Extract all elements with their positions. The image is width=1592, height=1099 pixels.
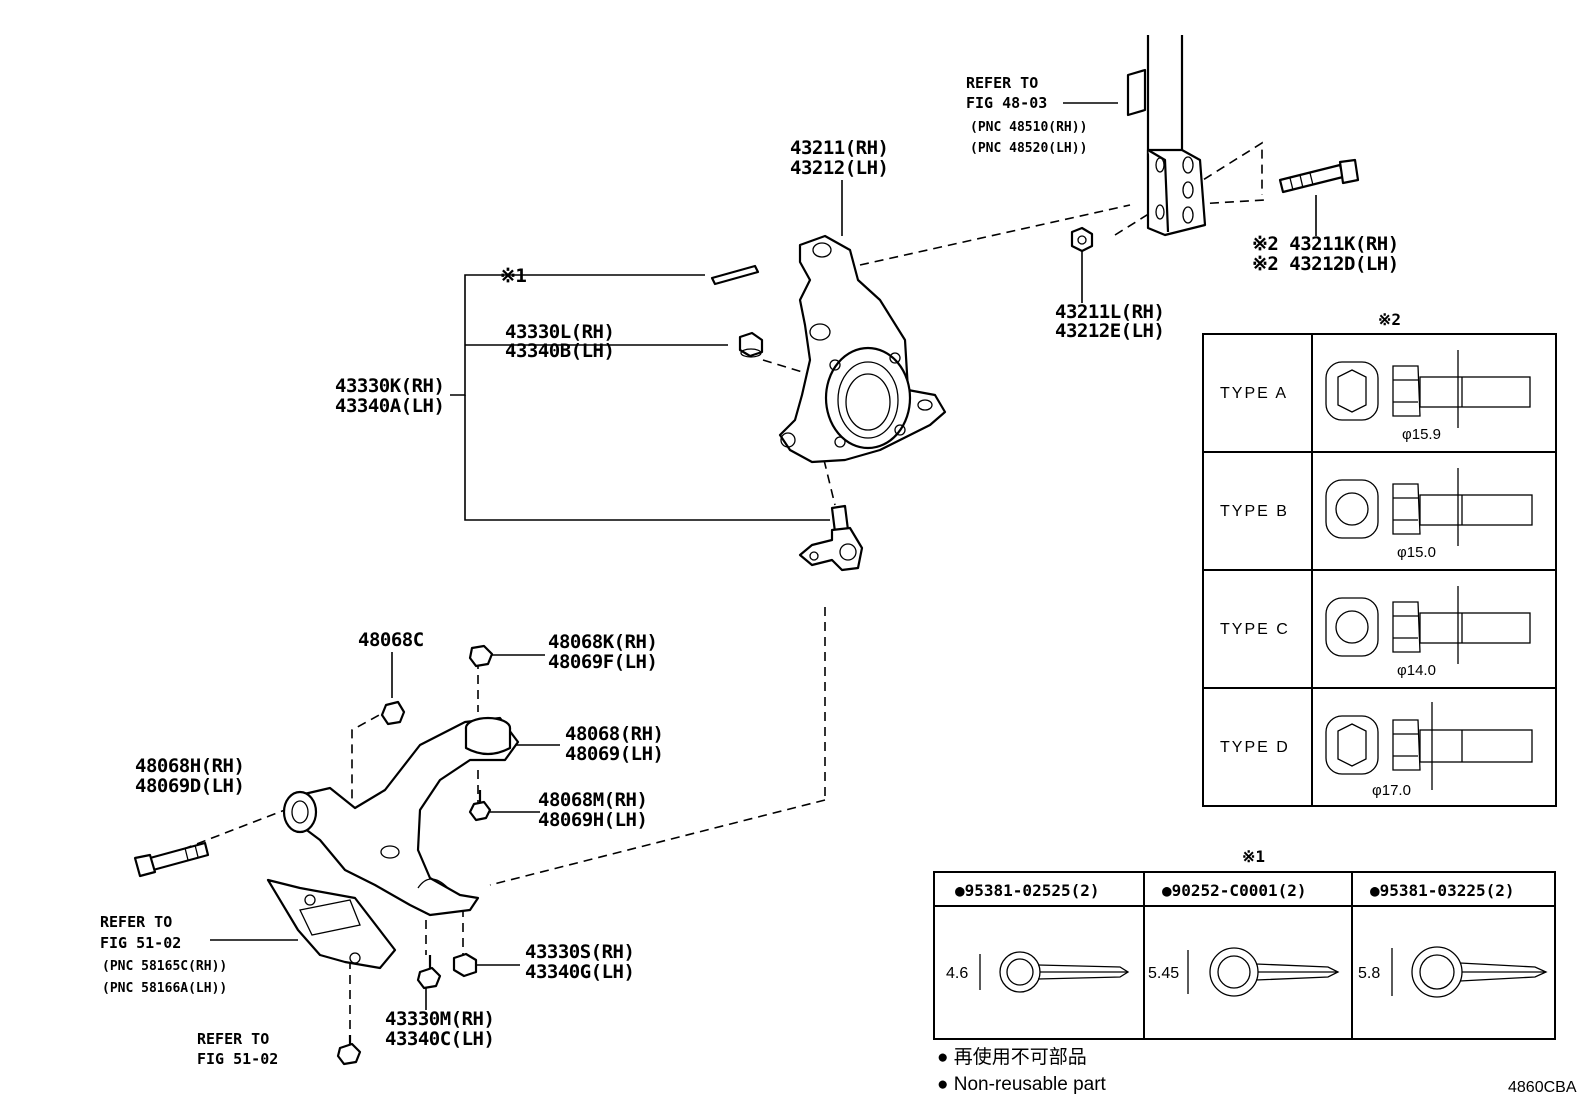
- label-bolt-ref-1: REFER TO: [197, 1030, 269, 1048]
- strut-nut: [1070, 226, 1094, 253]
- lower-control-arm: [282, 716, 520, 917]
- strut-bolt: [1278, 158, 1360, 194]
- label-shield-ref-2: FIG 51-02: [100, 934, 181, 952]
- legend-en: ● Non-reusable part: [937, 1074, 1107, 1095]
- label-knuckle-lh: 43212(LH): [790, 157, 888, 179]
- label-arm-top-bolt-lh: 48069F(LH): [548, 651, 657, 673]
- type-c-dim: φ14.0: [1397, 662, 1436, 679]
- pin-table-title: ※1: [1242, 847, 1265, 866]
- part-labels: 43211(RH) 43212(LH) ※1 43330L(RH) 43340B…: [100, 74, 1399, 1068]
- lower-bolt: [416, 955, 442, 990]
- pin-col-1-header: ●95381-02525(2): [955, 881, 1100, 900]
- knuckle-nut: [738, 331, 764, 358]
- bolt-type-table: ※2 TYPE A TYPE B TYPE C TYPE D φ15.9: [1202, 310, 1557, 807]
- type-b-dim: φ15.0: [1397, 544, 1436, 561]
- label-bolt-ref-2: FIG 51-02: [197, 1050, 278, 1068]
- type-d-label: TYPE D: [1220, 739, 1290, 756]
- type-d-bolt-icon: [1325, 702, 1533, 790]
- type-c-bolt-icon: [1325, 586, 1531, 664]
- label-lower-nut-lh: 43340G(LH): [525, 961, 634, 983]
- label-knuckle-rh: 43211(RH): [790, 137, 888, 159]
- ball-joint: [798, 504, 864, 572]
- label-knuckle-nut-lh: 43340B(LH): [505, 340, 614, 362]
- type-a-dim: φ15.9: [1402, 426, 1441, 443]
- pin-col-2-header: ●90252-C0001(2): [1162, 881, 1307, 900]
- type-c-label: TYPE C: [1220, 621, 1290, 638]
- label-strut-nut-lh: 43212E(LH): [1055, 320, 1164, 342]
- ref-bolt: [336, 1035, 362, 1066]
- pin-2-dim: 5.45: [1148, 965, 1179, 982]
- label-arm-top-bolt-rh: 48068K(RH): [548, 631, 657, 653]
- arm-top-bolt: [468, 644, 494, 668]
- label-bushing-48068c: 48068C: [358, 629, 424, 651]
- cotter-pin-table: ※1 ●95381-02525(2) ●90252-C0001(2) ●9538…: [933, 847, 1556, 1040]
- type-a-label: TYPE A: [1220, 385, 1288, 402]
- label-lower-bolt-lh: 43340C(LH): [385, 1028, 494, 1050]
- label-lower-arm-lh: 48069(LH): [565, 743, 663, 765]
- pin-1-dim: 4.6: [946, 965, 968, 982]
- type-table-title: ※2: [1378, 310, 1401, 329]
- arm-mid-bolt: [468, 790, 492, 822]
- arm-front-bolt: [133, 841, 210, 878]
- figure-code: 4860CBA: [1508, 1079, 1577, 1096]
- label-cotter-note: ※1: [500, 265, 526, 287]
- label-front-bolt-rh: 48068H(RH): [135, 755, 244, 777]
- under-shield: [266, 878, 397, 970]
- lower-nut: [452, 952, 478, 978]
- label-strut-ref-1: REFER TO: [966, 74, 1038, 92]
- pin-3-icon: [1391, 946, 1548, 998]
- type-a-bolt-icon: [1325, 350, 1531, 428]
- steering-knuckle: [778, 234, 947, 464]
- label-strut-bolt-lh: ※2 43212D(LH): [1252, 253, 1399, 275]
- label-shield-pnc-rh: (PNC 58165C(RH)): [102, 959, 227, 974]
- type-b-bolt-icon: [1325, 468, 1533, 546]
- label-strut-pnc-lh: (PNC 48520(LH)): [970, 141, 1087, 156]
- cotter-pin: [710, 264, 760, 286]
- label-strut-nut-rh: 43211L(RH): [1055, 301, 1164, 323]
- label-strut-bolt-rh: ※2 43211K(RH): [1252, 233, 1399, 255]
- label-strut-pnc-rh: (PNC 48510(RH)): [970, 120, 1087, 135]
- type-d-dim: φ17.0: [1372, 782, 1411, 799]
- legend: ● 再使用不可部品 ● Non-reusable part 4860CBA: [937, 1046, 1577, 1096]
- type-b-label: TYPE B: [1220, 503, 1289, 520]
- label-mid-bolt-lh: 48069H(LH): [538, 809, 647, 831]
- leader-lines: [154, 102, 1317, 1035]
- label-front-bolt-lh: 48069D(LH): [135, 775, 244, 797]
- label-shield-ref-1: REFER TO: [100, 913, 172, 931]
- bushing-48068c: [380, 700, 406, 726]
- label-lower-nut-rh: 43330S(RH): [525, 941, 634, 963]
- label-mid-bolt-rh: 48068M(RH): [538, 789, 647, 811]
- pin-col-3-header: ●95381-03225(2): [1370, 881, 1515, 900]
- pin-2-icon: [1187, 947, 1340, 997]
- pin-1-icon: [979, 951, 1130, 993]
- label-shield-pnc-lh: (PNC 58166A(LH)): [102, 981, 227, 996]
- label-lower-bolt-rh: 43330M(RH): [385, 1008, 494, 1030]
- strut-assembly: [1126, 35, 1207, 237]
- legend-jp: ● 再使用不可部品: [937, 1046, 1087, 1068]
- label-lower-arm-rh: 48068(RH): [565, 723, 663, 745]
- pin-3-dim: 5.8: [1358, 965, 1380, 982]
- label-ball-joint-lh: 43340A(LH): [335, 395, 444, 417]
- label-ball-joint-rh: 43330K(RH): [335, 375, 444, 397]
- label-knuckle-nut-rh: 43330L(RH): [505, 321, 614, 343]
- label-strut-ref-2: FIG 48-03: [966, 94, 1047, 112]
